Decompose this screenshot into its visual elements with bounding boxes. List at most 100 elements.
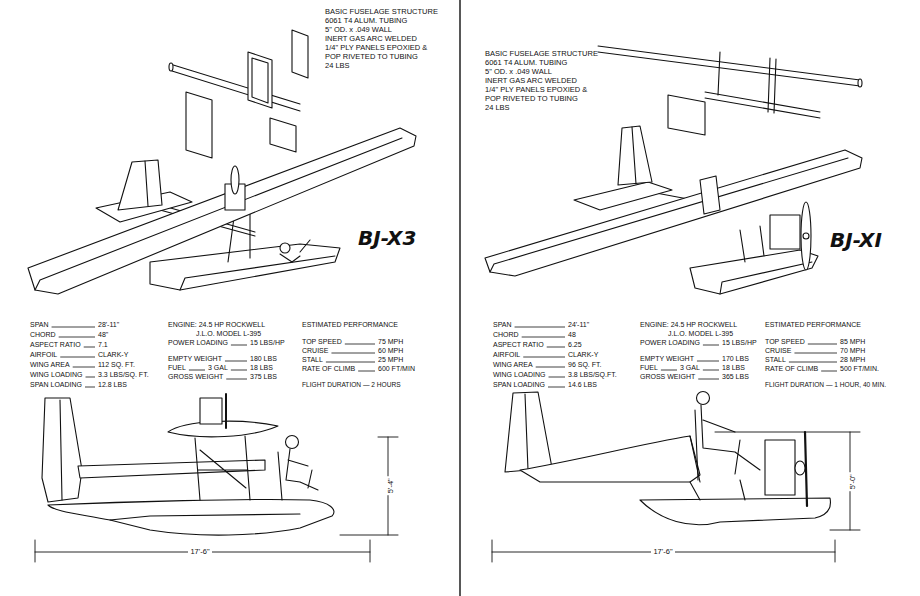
spec-text: 170 LBS (722, 355, 749, 362)
spec-text: 75 MPH (378, 338, 403, 345)
aircraft-side-view (42, 394, 334, 535)
spec-text: RATE OF CLIMB (765, 365, 818, 372)
spec-text: SPAN (30, 321, 49, 328)
aircraft-perspective (485, 126, 862, 294)
spec-text: SPAN LOADING (493, 381, 545, 388)
leader-line (697, 361, 719, 362)
flight-duration: FLIGHT DURATION — 2 HOURS (302, 382, 401, 389)
leader-line (703, 345, 719, 346)
spec-text: 28'-11" (98, 321, 119, 328)
structure-note: 5" OD. x .049 WALL (325, 26, 392, 34)
spec-text: 112 SQ. FT. (98, 361, 135, 368)
dimension-label: 5'-4" (386, 477, 394, 496)
dimension-label: 17'-6" (651, 548, 674, 556)
spec-text: WING LOADING (493, 371, 546, 378)
spec-text: 600 FT/MIN (378, 365, 415, 372)
leader-line (549, 377, 565, 378)
spec-text: 24'-11" (568, 321, 589, 328)
structure-note: POP RIVETED TO TUBING (485, 95, 578, 103)
spec-text: 18 LBS (722, 364, 745, 371)
spec-text: ASPECT RATIO (493, 341, 544, 348)
spec-text: 6.25 (568, 341, 582, 348)
spec-text: 14.6 LBS (568, 381, 597, 388)
dimension-label: 5'-0" (848, 473, 856, 492)
aircraft-perspective (28, 128, 416, 294)
leader-line (661, 370, 677, 371)
structure-note: BASIC FUSELAGE STRUCTURE (485, 50, 598, 58)
spec-text: EMPTY WEIGHT (640, 355, 694, 362)
spec-text: 85 MPH (840, 338, 865, 345)
structure-note: 1/4" PLY PANELS EPOXIED & (485, 86, 587, 94)
structure-note: POP RIVETED TO TUBING (325, 53, 418, 61)
leader-line (331, 353, 375, 354)
model-name: BJ-XI (830, 230, 882, 250)
leader-line (821, 371, 837, 372)
leader-line (523, 357, 565, 358)
spec-text: 12.8 LBS (98, 381, 127, 388)
spec-text: TOP SPEED (765, 338, 805, 345)
spec-text: 3 GAL (208, 364, 228, 371)
spec-text: ASPECT RATIO (30, 341, 81, 348)
spec-text: CRUISE (765, 347, 791, 354)
spec-text: 96 SQ. FT. (568, 361, 601, 368)
leader-line (358, 371, 375, 372)
leader-line (515, 327, 565, 328)
spec-text: POWER LOADING (640, 339, 700, 346)
leader-line (548, 387, 565, 388)
spec-text: 3.8 LBS/SQ.FT. (568, 371, 617, 378)
leader-line (225, 361, 247, 362)
exploded-structure (169, 30, 308, 158)
spec-text: ENGINE: 24.5 HP ROCKWELL (168, 321, 265, 328)
spec-text: 48" (98, 331, 108, 338)
spec-text: ENGINE: 24.5 HP ROCKWELL (640, 321, 737, 328)
flight-duration: FLIGHT DURATION — 1 HOUR, 40 MIN. (765, 382, 886, 389)
structure-note: 24 LBS (325, 62, 350, 70)
spec-text: STALL (302, 356, 323, 363)
spec-text: GROSS WEIGHT (168, 373, 223, 380)
leader-line (85, 387, 95, 388)
spec-text: 375 LBS (250, 373, 277, 380)
spec-text: STALL (765, 356, 786, 363)
structure-note: 6061 T4 ALUM. TUBING (325, 17, 407, 25)
leader-line (345, 344, 375, 345)
leader-line (698, 379, 719, 380)
spec-text: POWER LOADING (168, 339, 228, 346)
spec-text: 7.1 (98, 341, 108, 348)
leader-line (703, 370, 719, 371)
structure-note: 1/4" PLY PANELS EPOXIED & (325, 44, 427, 52)
spec-text: SPAN (493, 321, 512, 328)
dimension-lines (35, 437, 398, 562)
spec-text: 180 LBS (250, 355, 277, 362)
leader-line (86, 377, 95, 378)
leader-line (59, 337, 95, 338)
leader-line (547, 347, 565, 348)
structure-note: INERT GAS ARC WELDED (485, 77, 577, 85)
model-name: BJ-X3 (358, 228, 416, 248)
spec-text: EMPTY WEIGHT (168, 355, 222, 362)
spec-text: 18 LBS (250, 364, 273, 371)
structure-note: INERT GAS ARC WELDED (325, 35, 417, 43)
spec-text: J.L.O. MODEL L-395 (668, 330, 733, 337)
spec-text: CHORD (493, 331, 519, 338)
sheet-divider (459, 0, 460, 596)
spec-text: CHORD (30, 331, 56, 338)
spec-text: FUEL (168, 364, 186, 371)
spec-text: 3.3 LBS/SQ. FT. (98, 371, 149, 378)
spec-text: ESTIMATED PERFORMANCE (765, 321, 861, 328)
leader-line (231, 370, 247, 371)
leader-line (84, 347, 95, 348)
spec-text: 3 GAL (680, 364, 700, 371)
leader-line (52, 327, 95, 328)
spec-text: GROSS WEIGHT (640, 373, 695, 380)
structure-note: 6061 T4 ALUM. TUBING (485, 59, 567, 67)
dimension-label: 17'-6" (188, 548, 211, 556)
spec-text: RATE OF CLIMB (302, 365, 355, 372)
spec-text: 15 LBS/HP (722, 339, 757, 346)
exploded-structure (598, 46, 862, 135)
aircraft-side-view (505, 392, 830, 525)
spec-text: WING LOADING (30, 371, 83, 378)
leader-line (522, 337, 565, 338)
leader-line (60, 357, 95, 358)
spec-text: 25 MPH (378, 356, 403, 363)
